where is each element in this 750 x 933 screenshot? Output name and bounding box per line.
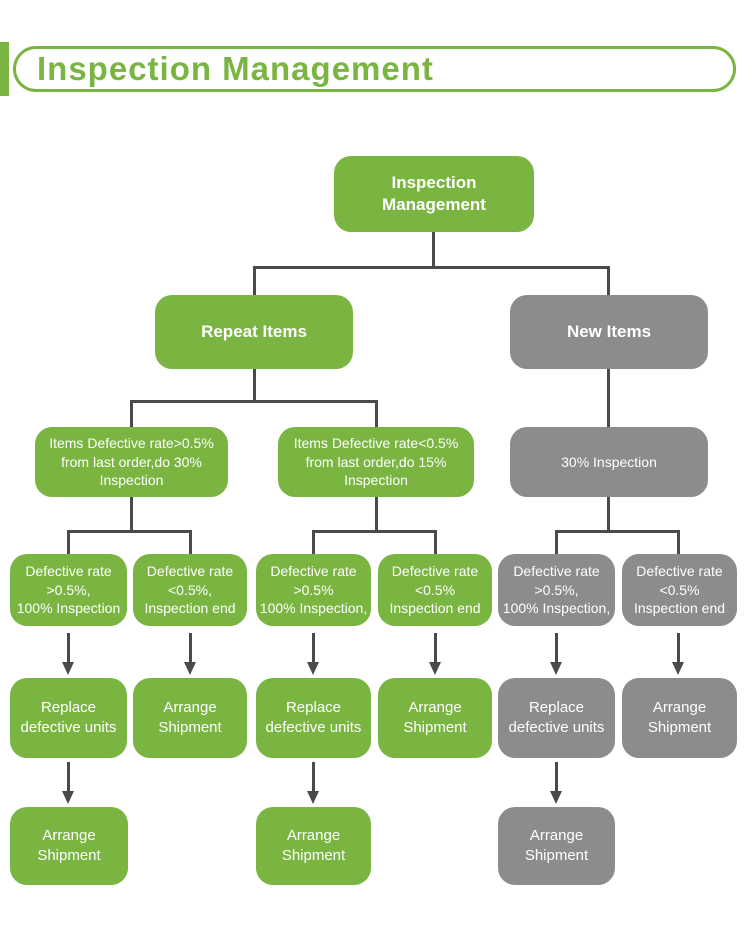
arrowhead [307,791,319,804]
arrow-shaft [677,633,680,664]
arrowhead [429,662,441,675]
connector-repeat-high-stem [130,497,133,533]
node-repeat-high-fail: Defective rate >0.5%, 100% Inspection [10,554,127,626]
connector-r4-drop-6 [677,530,680,554]
arrow-shaft [67,762,70,793]
node-arrange-shipment: Arrange Shipment [256,807,371,885]
node-arrange-shipment: Arrange Shipment [498,807,615,885]
arrow-shaft [189,633,192,664]
connector-repeat-low-bar [312,530,437,533]
arrow-shaft [434,633,437,664]
arrowhead [307,662,319,675]
connector-r4-drop-5 [555,530,558,554]
connector-repeat-drop [253,266,256,295]
arrowhead [62,662,74,675]
node-arrange-shipment: Arrange Shipment [133,678,247,758]
arrowhead [550,791,562,804]
arrow-shaft [555,633,558,664]
node-new-fail: Defective rate >0.5%, 100% Inspection, [498,554,615,626]
arrowhead [550,662,562,675]
node-replace-defective-units: Replace defective units [256,678,371,758]
node-arrange-shipment: Arrange Shipment [378,678,492,758]
connector-repeat-low-drop [375,400,378,427]
node-new-pass: Defective rate <0.5% Inspection end [622,554,737,626]
arrowhead [672,662,684,675]
arrow-shaft [312,633,315,664]
node-repeat-low-pass: Defective rate <0.5% Inspection end [378,554,492,626]
arrow-shaft [555,762,558,793]
node-new-30-inspection: 30% Inspection [510,427,708,497]
arrowhead [62,791,74,804]
connector-r4-drop-3 [312,530,315,554]
arrow-shaft [312,762,315,793]
page-title: Inspection Management [37,50,434,87]
connector-repeat-high-drop [130,400,133,427]
connector-r4-drop-4 [434,530,437,554]
node-new-items: New Items [510,295,708,369]
connector-r4-drop-1 [67,530,70,554]
arrowhead [184,662,196,675]
connector-repeat-high-bar [67,530,192,533]
connector-root-stem [432,231,435,268]
connector-new-insp-stem [607,497,610,533]
node-arrange-shipment: Arrange Shipment [622,678,737,758]
node-repeat-low-fail: Defective rate >0.5% 100% Inspection, [256,554,371,626]
node-replace-defective-units: Replace defective units [10,678,127,758]
node-repeat-high-pass: Defective rate <0.5%, Inspection end [133,554,247,626]
node-inspection-management: Inspection Management [334,156,534,232]
node-replace-defective-units: Replace defective units [498,678,615,758]
connector-repeat-bar [130,400,378,403]
node-repeat-low-rate: Items Defective rate<0.5% from last orde… [278,427,474,497]
node-repeat-items: Repeat Items [155,295,353,369]
connector-r4-drop-2 [189,530,192,554]
page-header: Inspection Management [13,46,736,92]
connector-root-bar [253,266,610,269]
connector-repeat-low-stem [375,497,378,533]
header-accent-bar [0,42,9,96]
node-arrange-shipment: Arrange Shipment [10,807,128,885]
arrow-shaft [67,633,70,664]
node-repeat-high-rate: Items Defective rate>0.5% from last orde… [35,427,228,497]
connector-new-drop [607,266,610,295]
connector-new-insp-bar [555,530,680,533]
connector-repeat-stem [253,369,256,403]
connector-new-stem [607,369,610,427]
